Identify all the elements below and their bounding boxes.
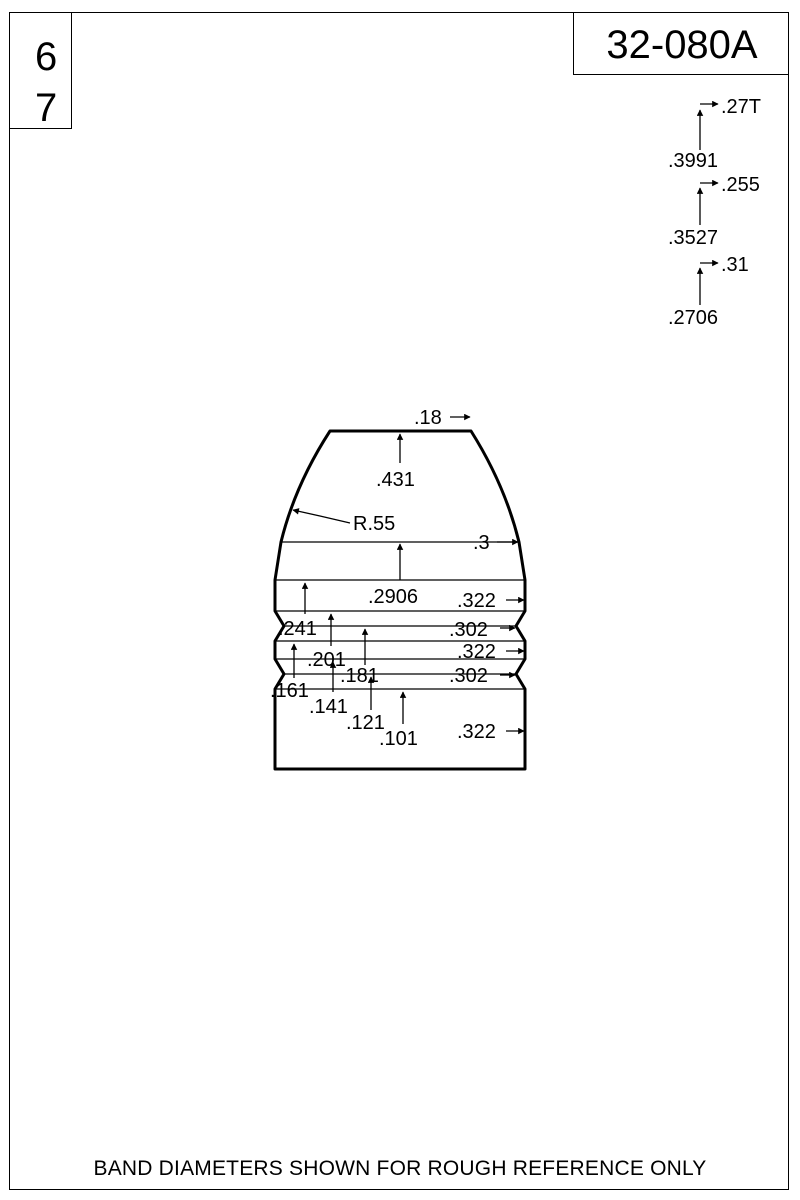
dim-201: .201 [307, 649, 346, 671]
dim-121: .121 [346, 712, 385, 734]
dim-3991: .3991 [668, 150, 718, 172]
cavity-number-1: 6 [35, 35, 58, 79]
top-right-dimensions [696, 100, 719, 305]
dim-nose-length: .431 [376, 469, 415, 491]
dim-27t: .27T [721, 96, 761, 118]
dim-band-3: .322 [457, 721, 496, 743]
bullet-outline [273, 429, 527, 771]
dim-band-2: .322 [457, 641, 496, 663]
dim-161: .161 [270, 680, 309, 702]
footer-note: BAND DIAMETERS SHOWN FOR ROUGH REFERENCE… [93, 1157, 707, 1180]
dim-2906: .2906 [368, 586, 418, 608]
bullet-dimension-leaders [290, 413, 525, 735]
cavity-number-2: 7 [35, 86, 58, 130]
dim-band-1: .322 [457, 590, 496, 612]
dim-181: .181 [340, 665, 379, 687]
cavity-box: 6 7 [9, 12, 72, 129]
dim-2706: .2706 [668, 307, 718, 329]
dim-255: .255 [721, 174, 760, 196]
dim-101: .101 [379, 728, 418, 750]
dim-meplat: .18 [414, 407, 442, 429]
dim-141: .141 [309, 696, 348, 718]
part-number: 32-080A [606, 23, 758, 67]
dim-31: .31 [721, 254, 749, 276]
drawing-frame [9, 12, 789, 1190]
dim-241: .241 [278, 618, 317, 640]
dim-3527: .3527 [668, 227, 718, 249]
dim-bore-riding: .3 [473, 532, 490, 554]
part-number-box: 32-080A [573, 12, 789, 75]
dim-groove-1: .302 [449, 619, 488, 641]
dim-groove-2: .302 [449, 665, 488, 687]
dim-radius: R.55 [353, 513, 395, 535]
